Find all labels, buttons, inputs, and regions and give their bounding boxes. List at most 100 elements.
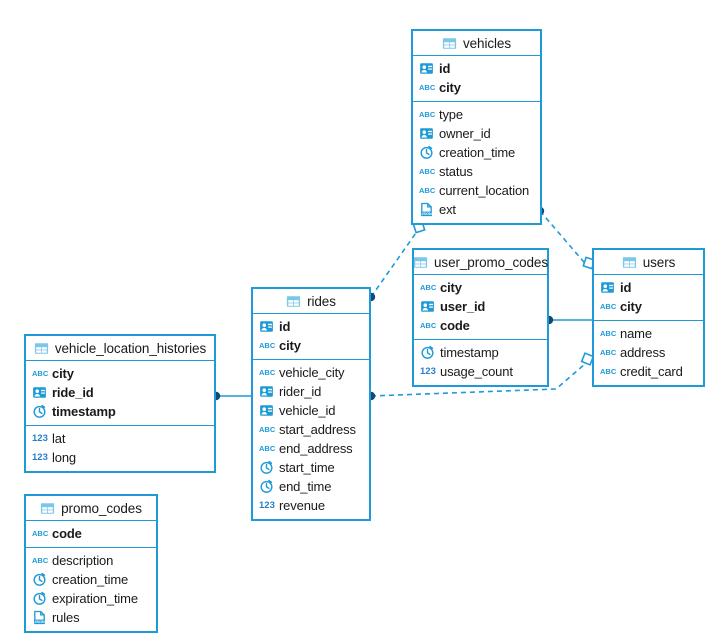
entity-header-vehicle_location_histories[interactable]: vehicle_location_histories <box>26 336 214 361</box>
field-label: description <box>52 553 114 568</box>
number-123-icon: 123 <box>259 500 275 511</box>
entity-title: vehicle_location_histories <box>54 340 207 356</box>
abc-text-icon: ABC <box>419 110 436 119</box>
primary-key-field-timestamp[interactable]: timestamp <box>26 402 214 421</box>
entity-header-rides[interactable]: rides <box>253 289 369 314</box>
clock-timestamp-icon <box>33 404 46 418</box>
field-label: start_address <box>279 422 356 437</box>
entity-header-vehicles[interactable]: vehicles <box>413 31 540 56</box>
abc-text-icon: ABC <box>420 283 437 292</box>
column-field-vehicle_id[interactable]: vehicle_id <box>253 401 369 420</box>
primary-key-field-id[interactable]: id <box>594 278 703 297</box>
field-label: timestamp <box>440 345 499 360</box>
number-123-icon: 123 <box>32 433 48 444</box>
abc-text-icon: ABC <box>600 302 617 311</box>
field-label: city <box>279 338 301 353</box>
clock-timestamp-icon <box>33 572 46 586</box>
field-label: city <box>620 299 642 314</box>
entity-title: rides <box>307 293 336 309</box>
column-field-timestamp[interactable]: timestamp <box>414 343 547 362</box>
primary-key-field-ride_id[interactable]: ride_id <box>26 383 214 402</box>
svg-text:JSON: JSON <box>421 212 432 216</box>
field-label: address <box>620 345 666 360</box>
abc-text-icon: ABC <box>259 368 276 377</box>
identity-card-icon <box>33 387 46 398</box>
abc-text-icon: ABC <box>32 369 49 378</box>
identity-card-icon <box>260 386 273 397</box>
abc-text-icon: ABC <box>419 167 436 176</box>
abc-text-icon: ABC <box>420 321 437 330</box>
table-grid-icon <box>41 502 55 514</box>
column-field-end_time[interactable]: end_time <box>253 477 369 496</box>
abc-text-icon: ABC <box>259 425 276 434</box>
column-field-expiration_time[interactable]: expiration_time <box>26 589 156 608</box>
clock-timestamp-icon <box>260 479 273 493</box>
entity-title: user_promo_codes <box>434 254 548 270</box>
relationship-user-promo-codes-to-users[interactable] <box>544 315 592 325</box>
field-label: timestamp <box>52 404 116 419</box>
column-field-ext[interactable]: JSON ext <box>413 200 540 219</box>
abc-text-icon: ABC <box>419 186 436 195</box>
entity-header-user_promo_codes[interactable]: user_promo_codes <box>413 250 548 275</box>
entity-header-users[interactable]: users <box>594 250 703 275</box>
abc-text-icon: ABC <box>600 367 617 376</box>
field-label: usage_count <box>440 364 513 379</box>
field-label: end_time <box>279 479 332 494</box>
abc-text-icon: ABC <box>600 348 617 357</box>
column-field-owner_id[interactable]: owner_id <box>413 124 540 143</box>
abc-text-icon: ABC <box>600 329 617 338</box>
column-field-start_time[interactable]: start_time <box>253 458 369 477</box>
field-label: long <box>52 450 76 465</box>
field-label: credit_card <box>620 364 683 379</box>
relationship-vehicle-location-histories-to-rides[interactable] <box>211 391 251 401</box>
column-field-creation_time[interactable]: creation_time <box>26 570 156 589</box>
column-field-creation_time[interactable]: creation_time <box>413 143 540 162</box>
field-label: code <box>440 318 470 333</box>
json-document-icon: JSON <box>421 202 432 217</box>
field-label: city <box>439 80 461 95</box>
field-label: ext <box>439 202 456 217</box>
primary-key-field-id[interactable]: id <box>413 59 540 78</box>
abc-text-icon: ABC <box>419 83 436 92</box>
entity-header-promo_codes[interactable]: promo_codes <box>26 496 156 521</box>
column-field-rider_id[interactable]: rider_id <box>253 382 369 401</box>
primary-key-field-id[interactable]: id <box>253 317 369 336</box>
entity-title: users <box>642 254 676 270</box>
identity-card-icon <box>420 63 433 74</box>
primary-key-field-user_id[interactable]: user_id <box>414 297 547 316</box>
identity-card-icon <box>601 282 614 293</box>
